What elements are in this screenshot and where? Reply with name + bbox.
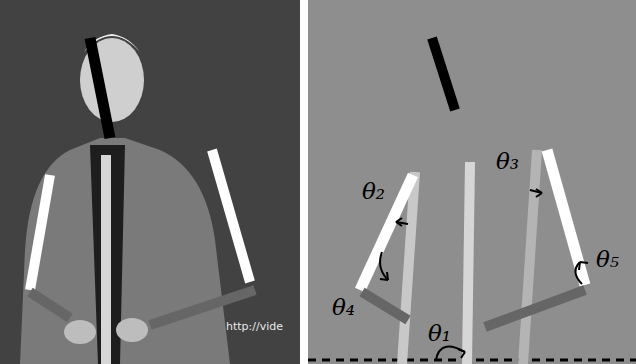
angle-arrows (380, 189, 588, 360)
upper-arm-bar (212, 150, 250, 282)
reference-bar (523, 150, 537, 364)
angle-label: θ₃ (496, 150, 519, 173)
forearm-bar (30, 292, 70, 318)
head-bar (432, 38, 455, 110)
torso-bar (101, 155, 111, 364)
forearm-bar (150, 290, 255, 325)
forearm-bar (362, 292, 408, 320)
angle-label: θ₂ (362, 180, 385, 203)
upper-arm-bar (360, 175, 413, 290)
watermark: http://vide (226, 321, 283, 332)
hand (64, 320, 96, 344)
angle-label: θ₄ (332, 296, 355, 319)
upper-arm-bar (30, 175, 50, 290)
photo-background (0, 0, 300, 364)
panel-background (308, 0, 636, 364)
angle-label: θ₁ (428, 322, 451, 345)
hand (116, 318, 148, 342)
jacket (20, 138, 230, 364)
forearm-bar (485, 290, 585, 327)
torso-bar (467, 162, 470, 364)
angle-label: θ₅ (596, 248, 619, 271)
photo-shade (0, 0, 300, 364)
head-bar (90, 38, 110, 138)
